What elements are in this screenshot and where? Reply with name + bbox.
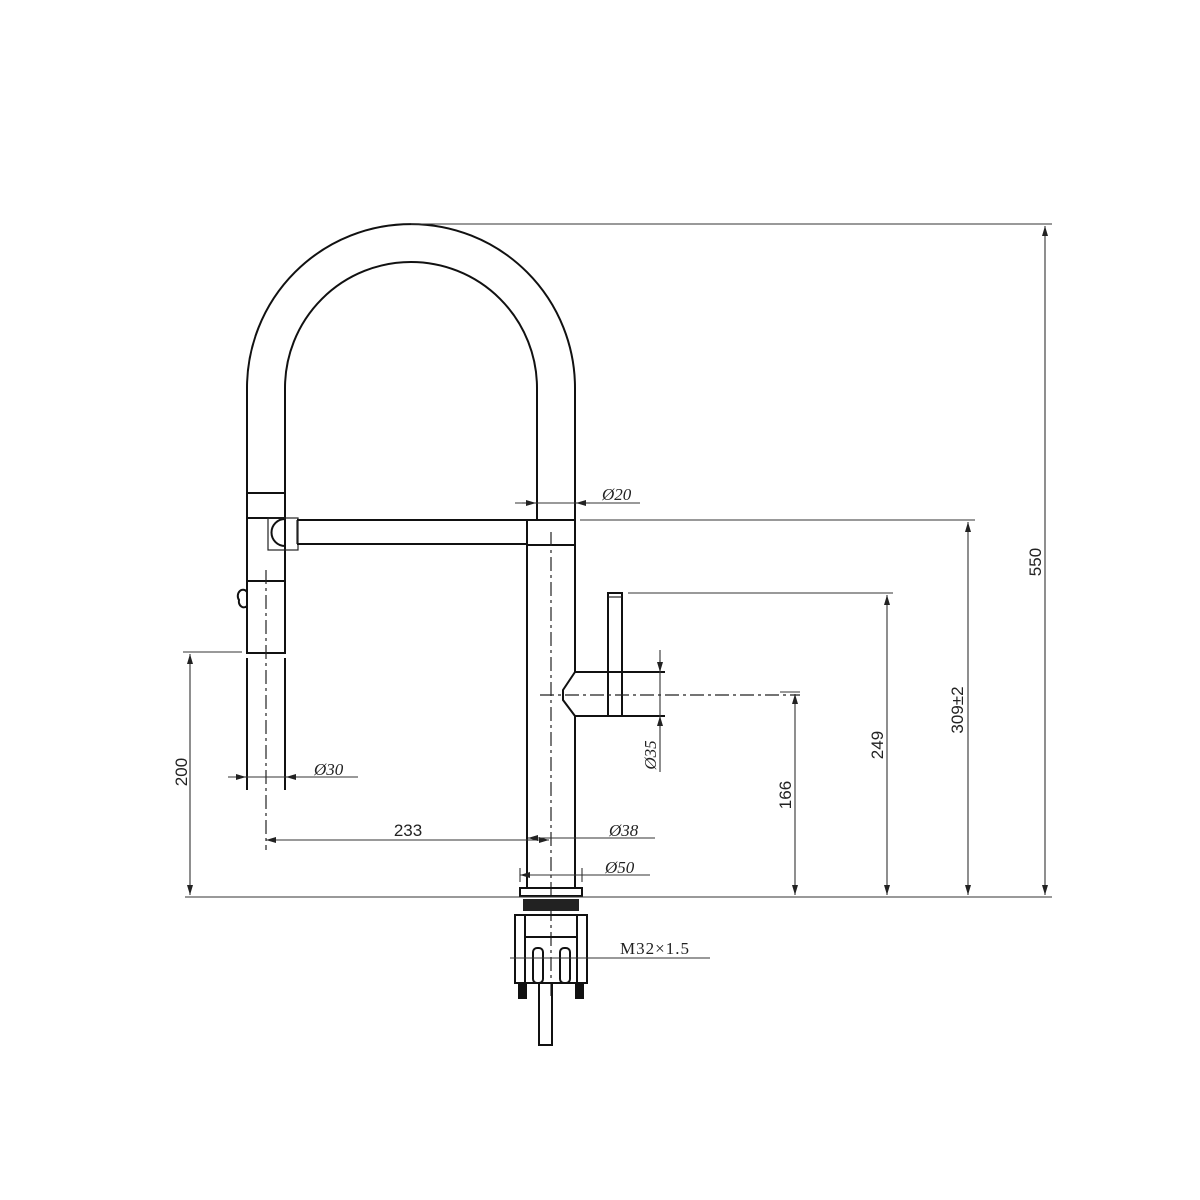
dim-body-diameter: Ø38 xyxy=(608,821,639,840)
dim-handle-top-height: 249 xyxy=(868,731,887,759)
dim-thread: M32×1.5 xyxy=(620,939,690,958)
lever-handle xyxy=(540,592,800,717)
dim-total-height: 550 xyxy=(1026,548,1045,576)
dim-handle-diameter: Ø35 xyxy=(641,740,660,770)
gooseneck-hose xyxy=(246,223,576,520)
dim-spray-head-diameter: Ø30 xyxy=(313,760,344,779)
dim-handle-axis-height: 166 xyxy=(776,781,795,809)
dim-reach: 233 xyxy=(394,821,422,840)
spray-head xyxy=(236,492,299,850)
dimension-lines xyxy=(183,223,1052,959)
dim-spray-head-height: 200 xyxy=(172,758,191,786)
dim-hose-diameter: Ø20 xyxy=(601,485,632,504)
mounting-base xyxy=(514,887,588,1046)
faucet-body xyxy=(526,532,576,1000)
spout-arm xyxy=(296,519,576,546)
dim-base-diameter: Ø50 xyxy=(604,858,635,877)
dim-spout-height: 309±2 xyxy=(948,686,967,733)
